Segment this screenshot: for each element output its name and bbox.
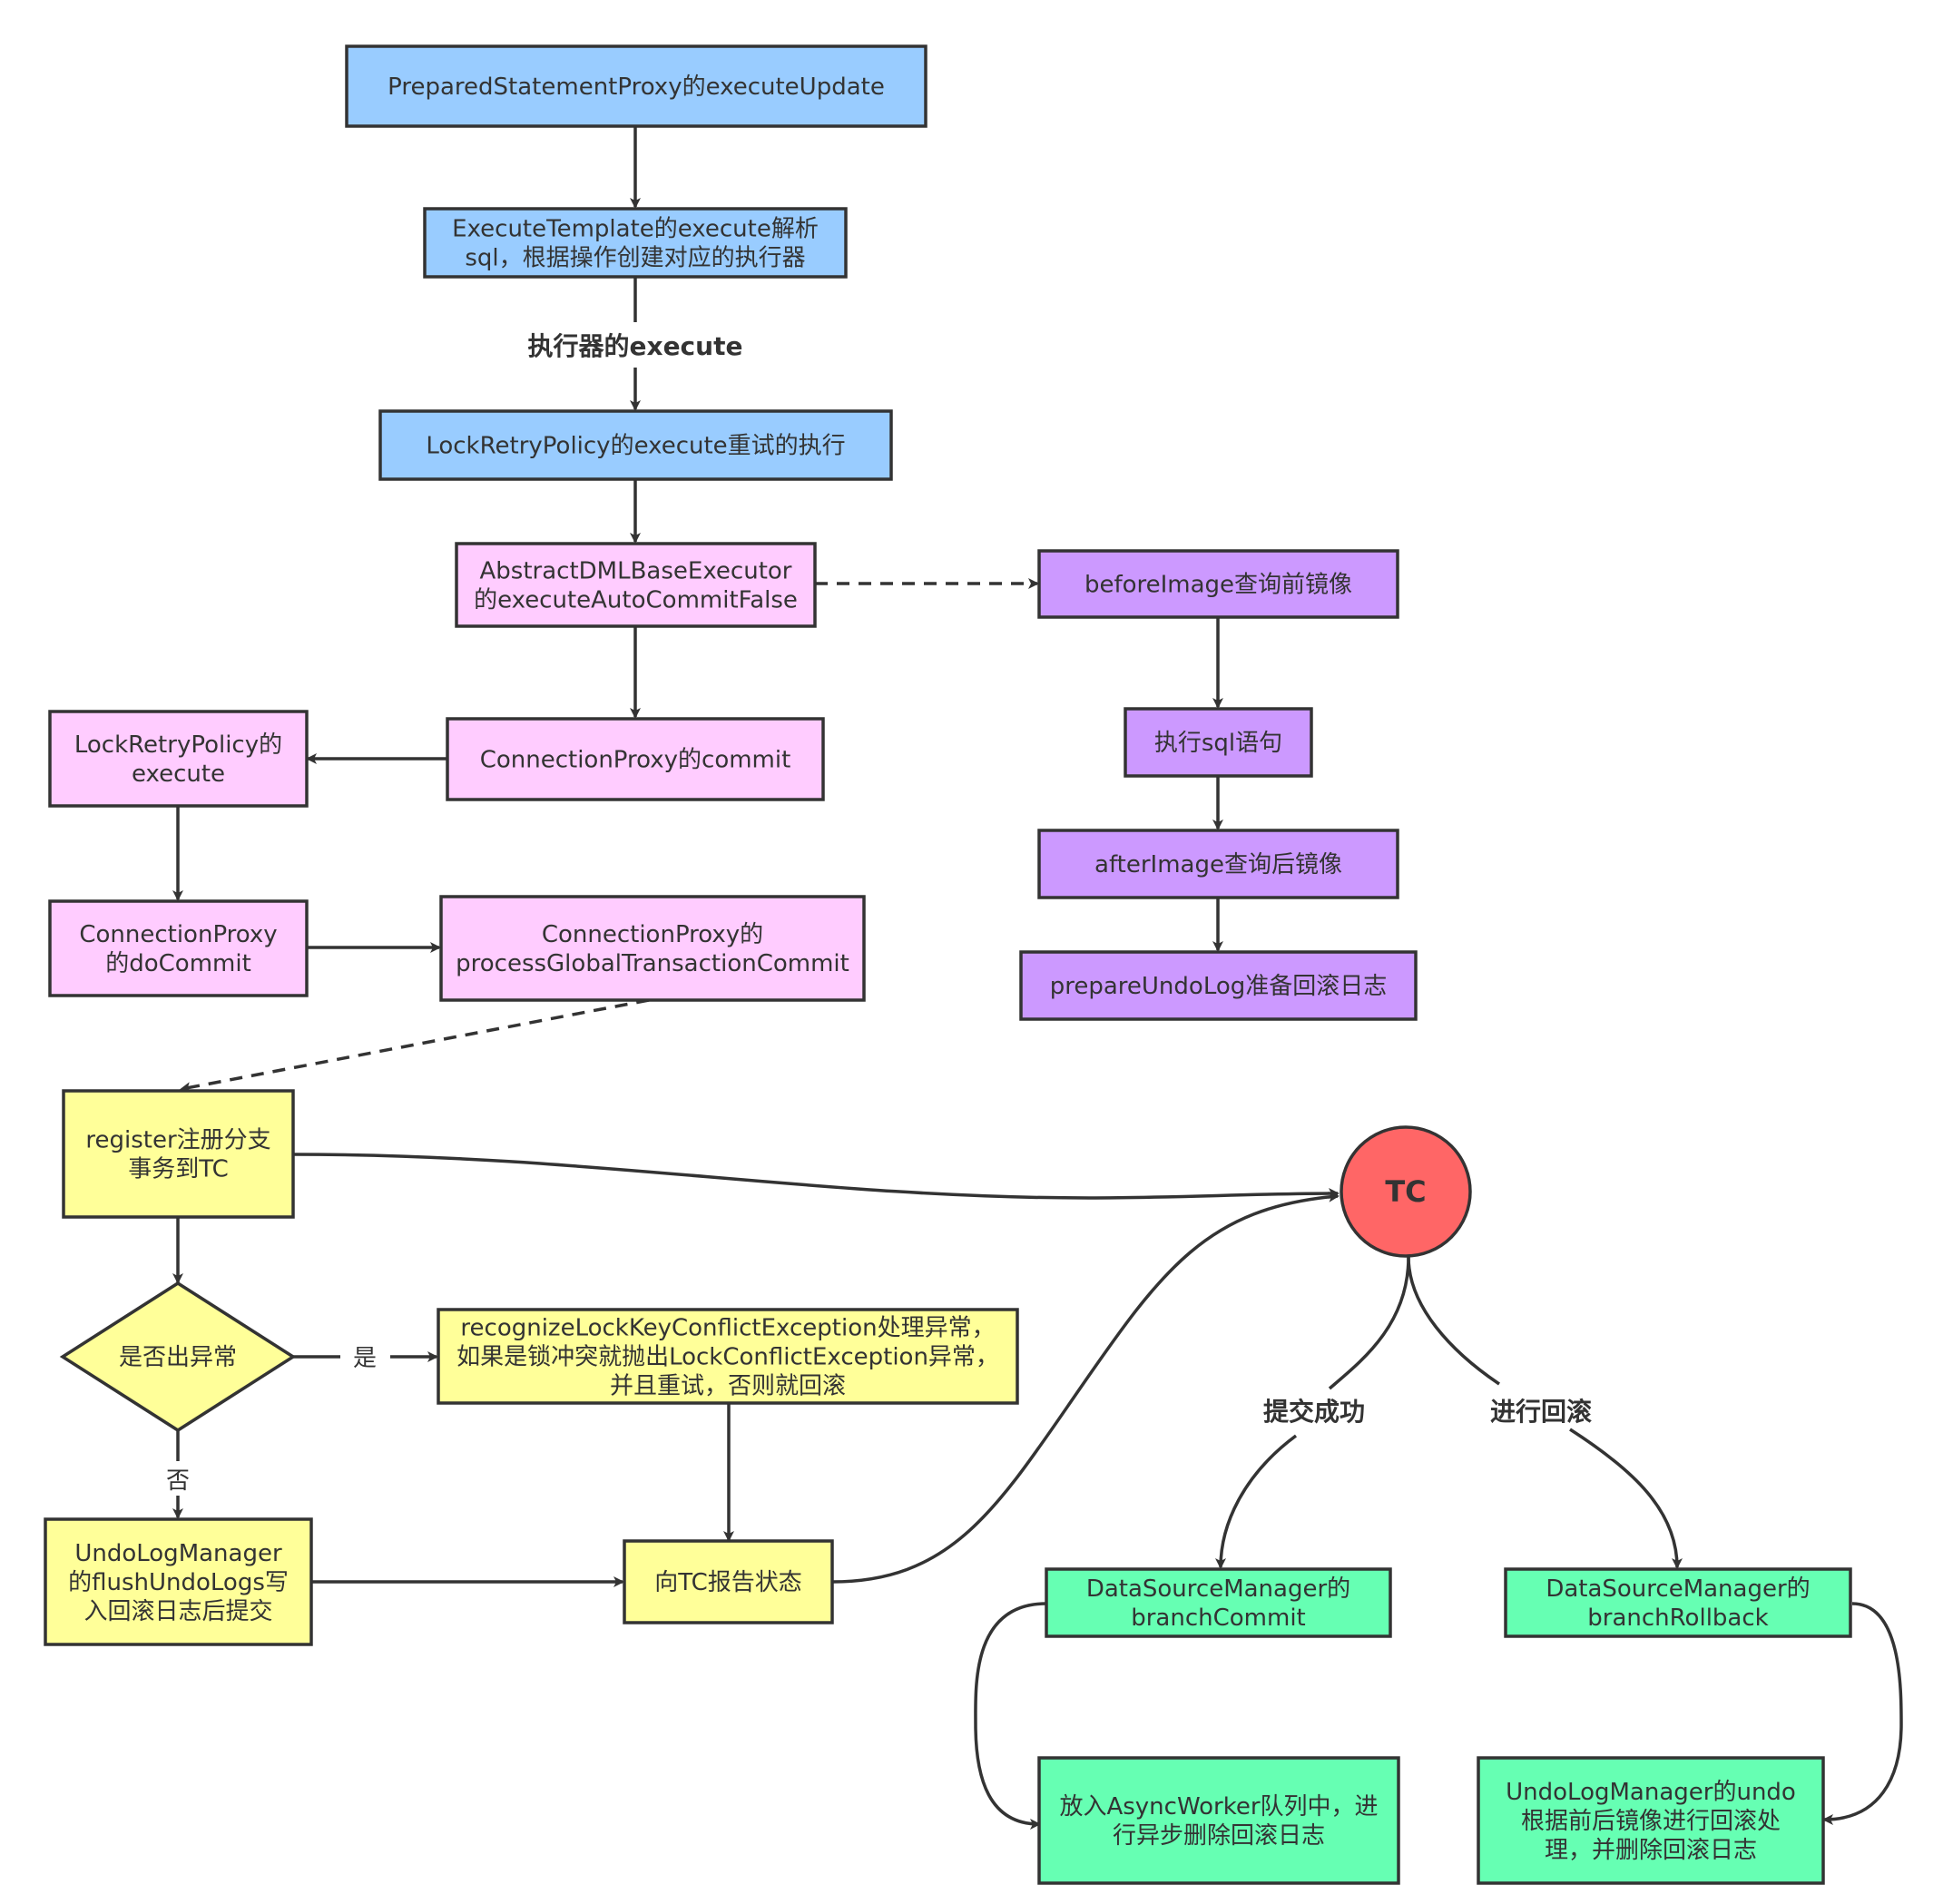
node-register-branch-shape bbox=[62, 1089, 295, 1219]
node-abstract-dml-base-executor-label: 的executeAutoCommitFalse bbox=[474, 587, 798, 614]
node-undo-log-manager-undo-shape bbox=[1477, 1756, 1825, 1885]
node-prepare-undo-log-label: prepareUndoLog准备回滚日志 bbox=[1050, 973, 1388, 1000]
node-connection-proxy-docommit-label: 的doCommit bbox=[105, 950, 251, 977]
node-execute-template-shape bbox=[423, 207, 848, 279]
node-recognize-lock-key-conflict-label: 如果是锁冲突就抛出LockConflictException异常， bbox=[456, 1344, 999, 1371]
node-recognize-lock-key-conflict: recognizeLockKeyConflictException处理异常，如果… bbox=[437, 1308, 1019, 1405]
node-prepared-statement-proxy: PreparedStatementProxy的executeUpdate bbox=[345, 44, 927, 128]
node-async-worker-label: 行异步删除回滚日志 bbox=[1113, 1822, 1325, 1850]
node-branch-rollback-label: DataSourceManager的 bbox=[1546, 1575, 1810, 1603]
edge-y5-tc bbox=[831, 1191, 1340, 1584]
node-execute-template-label: sql，根据操作创建对应的执行器 bbox=[465, 245, 805, 272]
node-before-image-shape bbox=[1037, 549, 1399, 619]
node-register-branch-label: register注册分支 bbox=[85, 1127, 270, 1154]
node-flush-undo-logs-label: UndoLogManager bbox=[74, 1540, 282, 1567]
node-abstract-dml-base-executor-shape bbox=[455, 542, 817, 628]
edge-label-no: 否 bbox=[166, 1467, 190, 1495]
node-branch-rollback-shape bbox=[1504, 1567, 1852, 1638]
node-connection-proxy-commit-label: ConnectionProxy的commit bbox=[480, 747, 791, 774]
node-branch-commit-shape bbox=[1045, 1567, 1392, 1638]
edge-label-executor: 执行器的execute bbox=[528, 331, 743, 361]
node-before-image-label: beforeImage查询前镜像 bbox=[1084, 572, 1352, 599]
node-lock-retry-policy-execute: LockRetryPolicy的execute重试的执行 bbox=[378, 409, 893, 481]
edge-g2-g4 bbox=[1822, 1602, 1903, 1825]
node-after-image-shape bbox=[1037, 829, 1399, 899]
node-exception-decision: 是否出异常 bbox=[59, 1281, 297, 1433]
node-async-worker-label: 放入AsyncWorker队列中，进 bbox=[1059, 1793, 1378, 1821]
node-report-status-to-tc-label: 向TC报告状态 bbox=[654, 1569, 802, 1596]
node-flush-undo-logs-label: 入回滚日志后提交 bbox=[83, 1598, 272, 1625]
node-connection-proxy-docommit-shape bbox=[48, 899, 309, 997]
edge-label-yes: 是 bbox=[353, 1345, 377, 1372]
node-branch-rollback-label: branchRollback bbox=[1587, 1605, 1768, 1632]
edge-tc-g2-b bbox=[1569, 1428, 1683, 1569]
node-abstract-dml-base-executor-label: AbstractDMLBaseExecutor bbox=[480, 558, 792, 585]
node-async-worker-shape bbox=[1037, 1756, 1400, 1885]
node-lock-retry-policy-execute-label: LockRetryPolicy的execute重试的执行 bbox=[426, 433, 845, 460]
edge-tc-g2-a bbox=[1407, 1256, 1500, 1386]
node-tc: TC bbox=[1340, 1125, 1472, 1258]
edge-tc-g1-a bbox=[1328, 1256, 1410, 1390]
node-execute-template: ExecuteTemplate的execute解析sql，根据操作创建对应的执行… bbox=[423, 207, 848, 279]
node-undo-log-manager-undo-label: 根据前后镜像进行回滚处 bbox=[1521, 1808, 1781, 1835]
node-connection-proxy-commit-shape bbox=[446, 717, 825, 801]
edge-y1-tc bbox=[292, 1153, 1340, 1200]
node-lock-retry-policy-label: LockRetryPolicy的 bbox=[74, 731, 282, 759]
node-lock-retry-policy-label: execute bbox=[132, 761, 225, 788]
node-undo-log-manager-undo-label: UndoLogManager的undo bbox=[1506, 1779, 1796, 1806]
node-lock-retry-policy-execute-shape bbox=[378, 409, 893, 481]
node-lock-retry-policy: LockRetryPolicy的execute bbox=[48, 710, 309, 808]
node-flush-undo-logs-label: 的flushUndoLogs写 bbox=[68, 1569, 289, 1596]
node-report-status-to-tc-shape bbox=[623, 1539, 834, 1624]
node-process-global-transaction-commit-shape bbox=[439, 895, 866, 1002]
node-process-global-transaction-commit-label: ConnectionProxy的 bbox=[542, 921, 763, 948]
edge-g1-g3 bbox=[974, 1602, 1047, 1830]
node-exception-decision-shape bbox=[59, 1281, 297, 1433]
node-connection-proxy-commit: ConnectionProxy的commit bbox=[446, 717, 825, 801]
node-exception-decision-label: 是否出异常 bbox=[119, 1344, 237, 1371]
node-branch-commit-label: branchCommit bbox=[1131, 1605, 1306, 1632]
node-tc-label: TC bbox=[1385, 1174, 1426, 1209]
edge-label-commit-ok: 提交成功 bbox=[1263, 1397, 1365, 1427]
node-after-image-label: afterImage查询后镜像 bbox=[1094, 851, 1342, 878]
node-undo-log-manager-undo-label: 理，并删除回滚日志 bbox=[1545, 1837, 1757, 1864]
node-recognize-lock-key-conflict-label: 并且重试，否则就回滚 bbox=[610, 1373, 846, 1400]
node-execute-sql-shape bbox=[1124, 707, 1313, 778]
node-execute-sql: 执行sql语句 bbox=[1124, 707, 1313, 778]
node-connection-proxy-docommit-label: ConnectionProxy bbox=[79, 921, 277, 948]
node-before-image: beforeImage查询前镜像 bbox=[1037, 549, 1399, 619]
node-abstract-dml-base-executor: AbstractDMLBaseExecutor的executeAutoCommi… bbox=[455, 542, 817, 628]
node-recognize-lock-key-conflict-label: recognizeLockKeyConflictException处理异常， bbox=[460, 1315, 995, 1342]
node-prepare-undo-log: prepareUndoLog准备回滚日志 bbox=[1019, 950, 1418, 1021]
node-after-image: afterImage查询后镜像 bbox=[1037, 829, 1399, 899]
node-process-global-transaction-commit-label: processGlobalTransactionCommit bbox=[456, 950, 849, 977]
node-branch-commit-label: DataSourceManager的 bbox=[1086, 1575, 1350, 1603]
edge-label-rollback: 进行回滚 bbox=[1490, 1397, 1592, 1427]
node-prepared-statement-proxy-shape bbox=[345, 44, 927, 128]
node-prepare-undo-log-shape bbox=[1019, 950, 1418, 1021]
node-execute-template-label: ExecuteTemplate的execute解析 bbox=[452, 216, 819, 243]
node-process-global-transaction-commit: ConnectionProxy的processGlobalTransaction… bbox=[439, 895, 866, 1002]
edge-tc-g1-b bbox=[1215, 1434, 1298, 1569]
node-tc-shape bbox=[1340, 1125, 1472, 1258]
node-prepared-statement-proxy-label: PreparedStatementProxy的executeUpdate bbox=[388, 74, 885, 101]
node-recognize-lock-key-conflict-shape bbox=[437, 1308, 1019, 1405]
node-flush-undo-logs-shape bbox=[44, 1517, 313, 1646]
node-lock-retry-policy-shape bbox=[48, 710, 309, 808]
node-report-status-to-tc: 向TC报告状态 bbox=[623, 1539, 834, 1624]
node-register-branch-label: 事务到TC bbox=[128, 1156, 229, 1183]
edge-n8-y1 bbox=[180, 998, 650, 1094]
node-execute-sql-label: 执行sql语句 bbox=[1154, 730, 1282, 757]
